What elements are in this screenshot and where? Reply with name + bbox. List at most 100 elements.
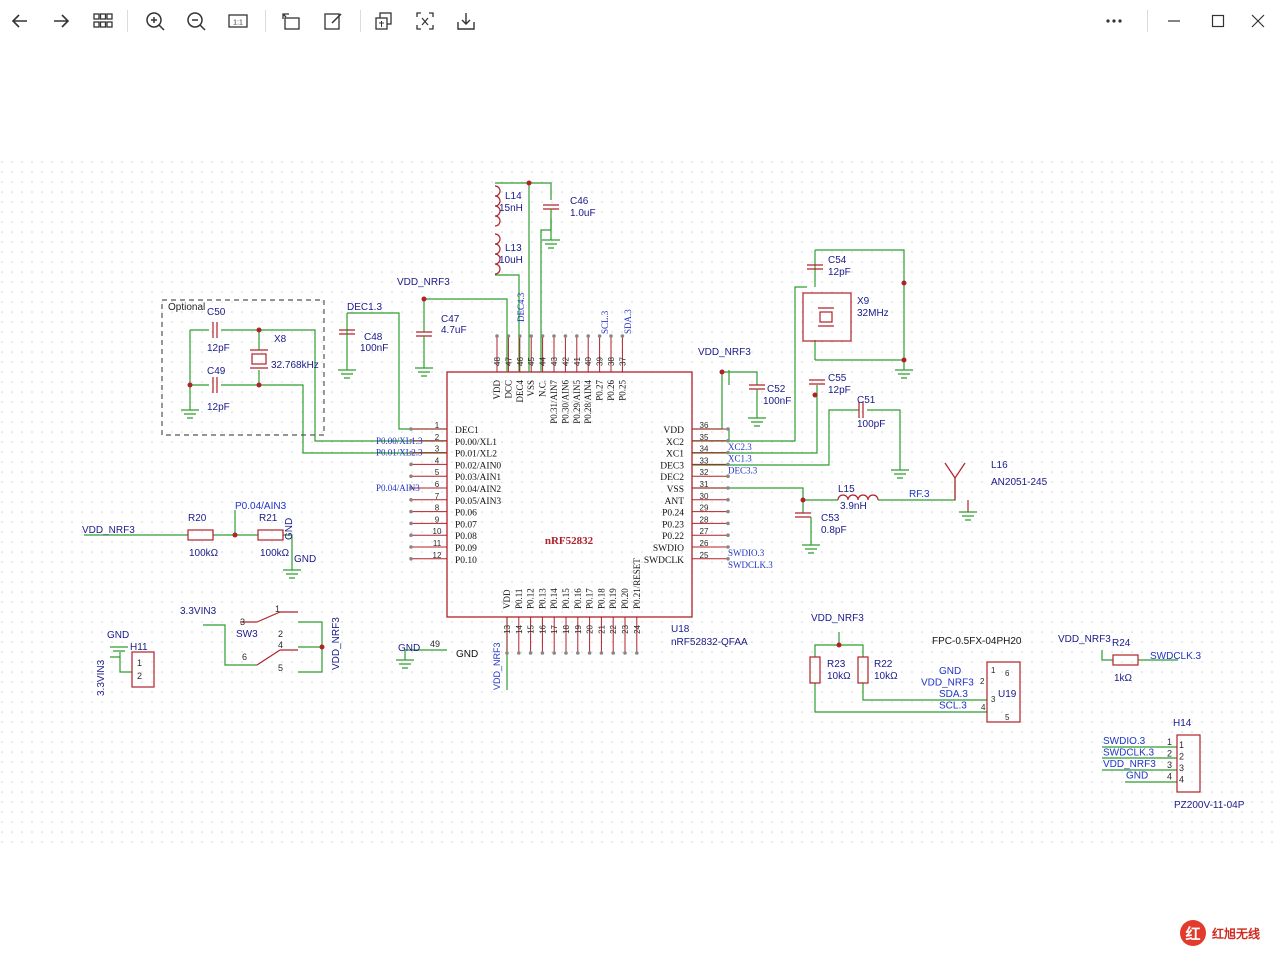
r23-value: 10kΩ xyxy=(827,671,851,682)
close-icon[interactable] xyxy=(1243,6,1273,36)
h14-net-label: SWDIO.3 xyxy=(1103,736,1146,747)
ic-pin-end xyxy=(599,651,604,655)
ic-pin-end xyxy=(409,439,413,443)
ic-net-label: P0.01/XL2.3 xyxy=(376,448,423,458)
ic-pin-end xyxy=(409,498,413,502)
sw3-pin-number: 5 xyxy=(278,663,283,673)
ic-pin-name: P0.26 xyxy=(606,380,616,401)
r23-resistor xyxy=(809,656,821,684)
r22-ref: R22 xyxy=(874,659,893,670)
ic-pin-name: P0.13 xyxy=(537,588,547,609)
edit-icon[interactable] xyxy=(318,6,348,36)
minimize-icon[interactable] xyxy=(1159,6,1189,36)
nrf52832-chip xyxy=(446,371,693,618)
l16-ref: L16 xyxy=(991,460,1008,471)
ic-pin-name: P0.04/AIN2 xyxy=(455,485,501,495)
h11-pin-number: 2 xyxy=(137,671,142,681)
h11-vin-net: 3.3VIN3 xyxy=(96,659,107,696)
grid-view-icon[interactable] xyxy=(88,6,118,36)
ic-pin-number: 19 xyxy=(574,624,583,633)
actual-size-icon[interactable]: 1:1 xyxy=(223,6,253,36)
h14-ref: H14 xyxy=(1173,718,1192,729)
ic-pin-name: SWDCLK xyxy=(644,556,684,566)
viewer-toolbar: 1:1 xyxy=(0,0,1280,42)
zoom-in-icon[interactable] xyxy=(140,6,170,36)
ic-net-label: SWDIO.3 xyxy=(728,548,765,558)
ic-pin-number: 40 xyxy=(584,357,593,366)
ic-pin-number: 16 xyxy=(538,624,547,633)
ic-pin-end xyxy=(409,521,413,526)
r20-value: 100kΩ xyxy=(189,548,219,559)
vdd-nrf3-r20: VDD_NRF3 xyxy=(82,525,135,536)
c55-capacitor xyxy=(809,379,825,385)
ic-pin-name: P0.21/RESET xyxy=(632,558,642,609)
ic-name: nRF52832 xyxy=(545,535,594,547)
maximize-icon[interactable] xyxy=(1203,6,1233,36)
zoom-out-icon[interactable] xyxy=(181,6,211,36)
toolbar-separator xyxy=(127,10,128,32)
c54-value: 12pF xyxy=(828,267,851,278)
ic-pin-end xyxy=(726,474,730,479)
ic-pin-end xyxy=(623,651,627,655)
x8-crystal xyxy=(251,353,267,365)
r21-ref: R21 xyxy=(259,513,278,524)
ic-pin-end xyxy=(609,334,613,338)
h14-pin-number-inner: 2 xyxy=(1179,752,1184,762)
ic-pin-number: 24 xyxy=(633,624,642,633)
ic-pin-number: 48 xyxy=(493,357,502,366)
sw-vdd-net: VDD_NRF3 xyxy=(331,617,342,670)
ground-symbols xyxy=(110,239,977,669)
c49-capacitor xyxy=(212,377,218,393)
toolbar-separator xyxy=(265,10,266,32)
c50-value: 12pF xyxy=(207,343,230,354)
r24-swdclk-net: SWDCLK.3 xyxy=(1150,651,1202,662)
ic-pin-number: 15 xyxy=(527,624,536,633)
ic-pin-name: DEC2 xyxy=(660,473,684,483)
translate-icon[interactable] xyxy=(410,6,440,36)
l15-inductor xyxy=(837,494,879,501)
u19-net-label: SDA.3 xyxy=(939,689,968,700)
more-icon[interactable] xyxy=(1099,6,1129,36)
ic-pin-number: 14 xyxy=(515,624,524,633)
ic-net-label: XC1.3 xyxy=(728,454,752,464)
u19-pin-number: 4 xyxy=(981,703,986,712)
sw-input-net: 3.3VIN3 xyxy=(180,606,217,617)
ic-pin-end xyxy=(409,450,413,455)
back-arrow-icon[interactable] xyxy=(5,6,35,36)
u19-part: FPC-0.5FX-04PH20 xyxy=(932,636,1022,647)
ic-pin-number: 41 xyxy=(573,357,582,366)
ic-pin-name: P0.22 xyxy=(662,532,684,542)
ic-net-label: P0.04/AIN3 xyxy=(376,483,420,493)
c46-ref: C46 xyxy=(570,196,589,207)
ic-pin-number: 13 xyxy=(503,624,512,633)
ic-pin-name: ANT xyxy=(664,497,684,507)
save-icon[interactable] xyxy=(451,6,481,36)
components xyxy=(131,185,1201,793)
x9-crystal xyxy=(802,292,852,342)
ic-pin-number: 36 xyxy=(700,421,709,430)
r24-resistor xyxy=(1112,654,1139,666)
rotate-icon[interactable] xyxy=(276,6,306,36)
h14-pin-number-inner: 3 xyxy=(1179,763,1184,773)
ic-pin-number: 45 xyxy=(527,357,536,366)
grid-background xyxy=(0,155,1280,845)
c51-ref: C51 xyxy=(857,395,876,406)
h11-pin-number: 1 xyxy=(137,658,142,668)
ic-pin-end xyxy=(726,427,730,431)
ic-pin-end xyxy=(726,439,730,443)
ic-pin-number: 6 xyxy=(435,480,440,489)
ic-pin-number: 3 xyxy=(435,445,440,454)
forward-arrow-icon[interactable] xyxy=(46,6,76,36)
l15-ref: L15 xyxy=(838,484,855,495)
ic-pin-name: P0.06 xyxy=(455,509,477,519)
copy-text-icon[interactable] xyxy=(369,6,399,36)
x9-value: 32MHz xyxy=(857,308,889,319)
rf-net: RF.3 xyxy=(909,489,930,500)
ic-pin-number: 38 xyxy=(607,357,616,366)
ic-pin-number: 42 xyxy=(561,357,570,366)
ic-pin-end xyxy=(611,651,615,655)
ic-pin-number: 28 xyxy=(700,515,709,524)
ic-pin-number: 17 xyxy=(550,624,559,633)
